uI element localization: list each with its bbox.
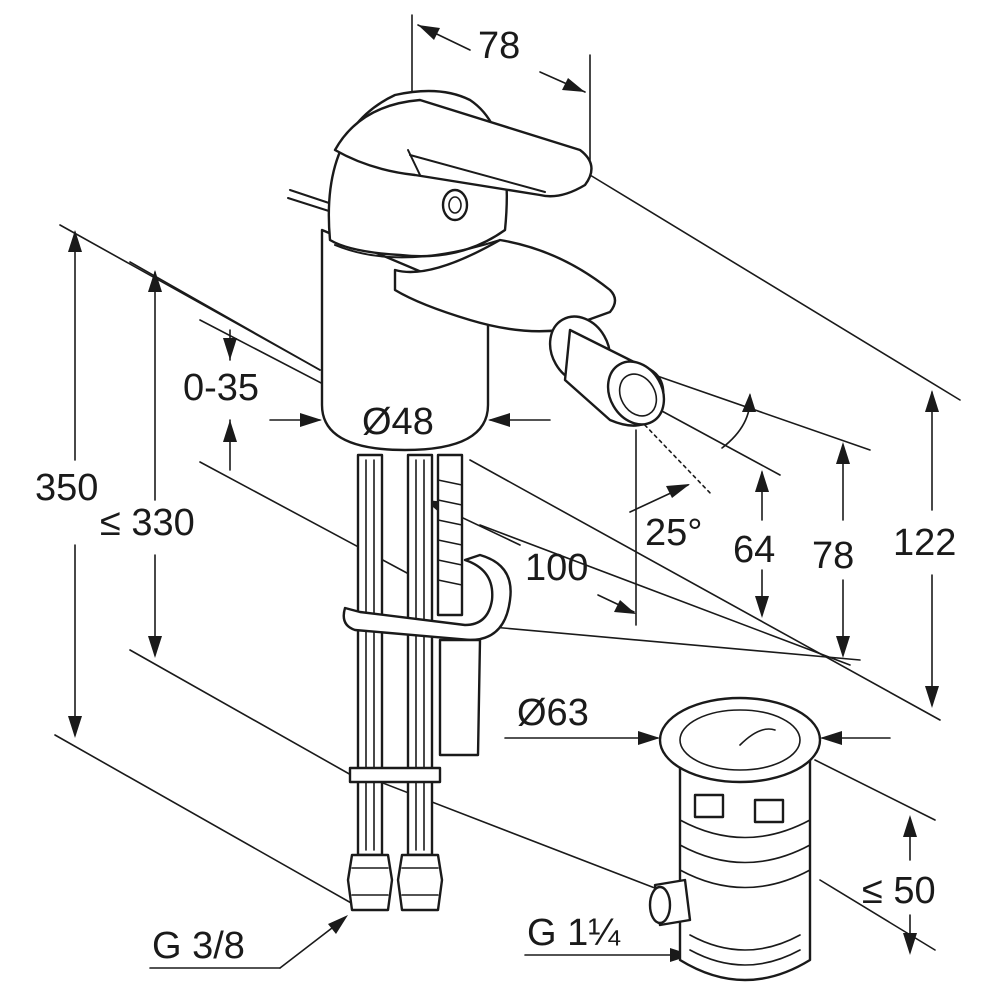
faucet xyxy=(287,89,666,452)
faucet-spout xyxy=(393,238,617,333)
label-waste-thread: G 1¼ xyxy=(527,912,621,954)
label-waste-diameter: Ø63 xyxy=(517,692,589,734)
label-height-122: 122 xyxy=(893,522,956,564)
label-height-64: 64 xyxy=(733,529,775,571)
label-height-78: 78 xyxy=(812,535,854,577)
dimension-labels: 78 350 ≤ 330 0-35 Ø48 100 25° 64 78 122 … xyxy=(35,25,956,967)
dimension-arrows xyxy=(68,24,939,969)
label-spout-reach: 100 xyxy=(525,547,588,589)
waste-flange xyxy=(658,696,822,784)
label-spout-angle: 25° xyxy=(645,512,702,554)
label-top-width: 78 xyxy=(478,25,520,67)
supply-hoses xyxy=(342,453,512,912)
lever-handle xyxy=(333,98,593,198)
mounting-bracket xyxy=(342,553,512,642)
label-deck-thickness: 0-35 xyxy=(183,367,259,409)
label-body-diameter: Ø48 xyxy=(362,401,434,443)
label-waste-height: ≤ 50 xyxy=(862,870,936,912)
label-height-350: 350 xyxy=(35,467,98,509)
label-height-330: ≤ 330 xyxy=(100,502,195,544)
label-hose-thread: G 3/8 xyxy=(152,925,245,967)
waste-valve xyxy=(648,696,822,982)
aerator xyxy=(548,315,666,427)
